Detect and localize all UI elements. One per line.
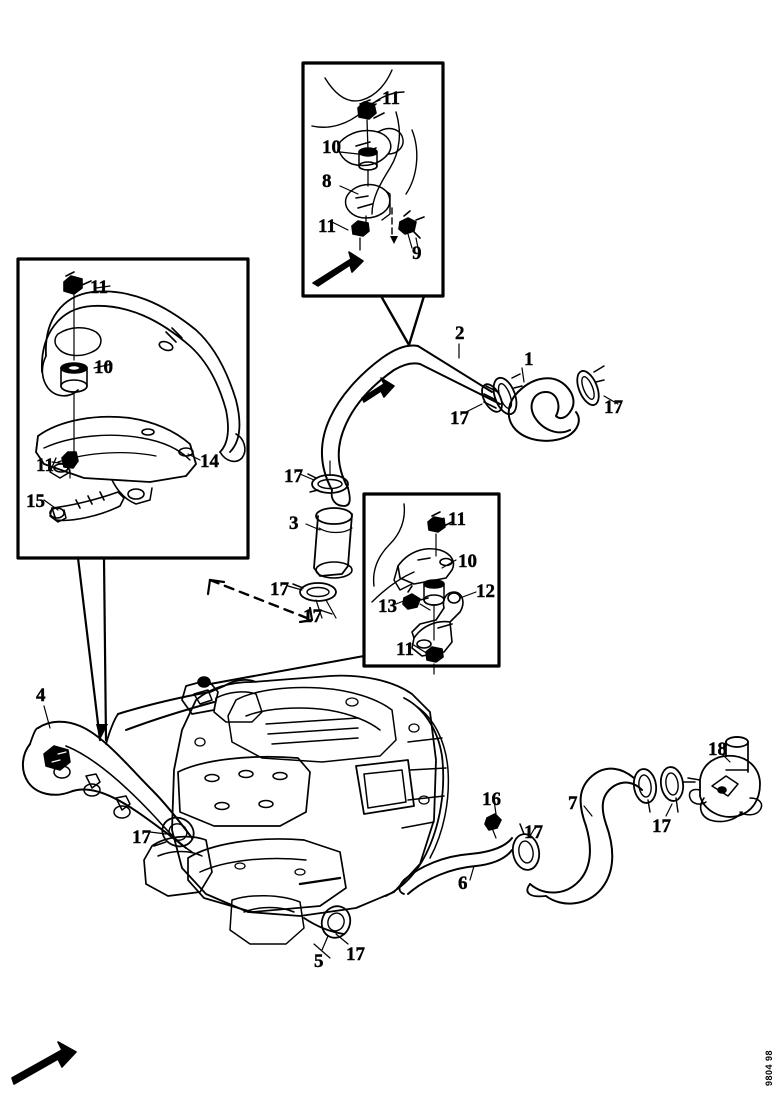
callout-3: 3 (289, 513, 299, 534)
callout-15: 15 (26, 491, 45, 512)
left-bolt-11-bottom (61, 451, 79, 479)
callout-17-a: 17 (604, 397, 623, 418)
callout-13: 13 (378, 596, 397, 617)
callout-11-top: 11 (382, 88, 400, 109)
fastener-9 (398, 210, 425, 249)
left-bolt-11-top (63, 271, 92, 295)
callout-10-box-right: 10 (458, 551, 477, 572)
right-bolt-11-bottom (425, 646, 444, 675)
callout-17-b: 17 (450, 408, 469, 429)
bolt-head-top (357, 99, 385, 151)
callout-16: 16 (482, 789, 501, 810)
dashed-leader (208, 578, 314, 622)
detail-box-left (16, 257, 250, 560)
fitting-16 (484, 813, 502, 839)
hose-6 (398, 837, 513, 895)
hose-4 (22, 685, 225, 853)
bolt-head-lower (351, 220, 370, 251)
callout-1: 1 (524, 349, 534, 370)
sheet-code: 9804 98 (764, 1049, 774, 1086)
callout-10-top: 10 (322, 137, 341, 158)
callout-11-box-left-lower: 11 (36, 455, 54, 476)
engine-block (143, 674, 450, 945)
thermostat-housing-18 (687, 736, 763, 823)
hose-2 (320, 344, 503, 507)
callout-14: 14 (200, 451, 219, 472)
bracket-14 (35, 415, 197, 505)
stud-13 (402, 585, 431, 611)
orientation-arrow-main (11, 1041, 77, 1085)
callout-17-i: 17 (652, 816, 671, 837)
clamp-17-c (307, 460, 349, 494)
callout-5: 5 (314, 951, 324, 972)
right-isolator-10 (423, 579, 445, 606)
callout-2: 2 (455, 323, 465, 344)
callout-6: 6 (458, 873, 468, 894)
detail-box-right (362, 492, 501, 675)
callout-17-d: 17 (270, 579, 289, 600)
callout-12: 12 (476, 581, 495, 602)
callout-4: 4 (36, 685, 46, 706)
callout-11-box-right-upper: 11 (448, 509, 466, 530)
clamp-17-h (659, 766, 696, 813)
callout-18: 18 (708, 739, 727, 760)
long-bolt-15 (49, 491, 125, 523)
hose-7 (526, 767, 643, 905)
clamp-17-a (576, 365, 605, 406)
clamp-17-b (492, 373, 523, 416)
hose-5 (303, 905, 352, 951)
orientation-arrow-box (312, 251, 364, 287)
callout-10-box-left: 10 (94, 357, 113, 378)
clamp-17-g (632, 768, 658, 813)
callout-7: 7 (568, 793, 578, 814)
detail-box-top (301, 61, 445, 298)
left-isolator-10 (60, 362, 88, 393)
callout-17-c: 17 (284, 466, 303, 487)
callout-17-f: 17 (132, 827, 151, 848)
callout-17-g: 17 (346, 944, 365, 965)
clamp-17-f (511, 823, 541, 871)
callout-17-h: 17 (524, 822, 543, 843)
callout-11-box-top-lower: 11 (318, 216, 336, 237)
hose-3 (313, 507, 353, 579)
isolator-10 (358, 147, 378, 187)
callout-11-box-left-upper: 11 (90, 277, 108, 298)
callout-8: 8 (322, 171, 332, 192)
callout-17-e: 17 (303, 606, 322, 627)
callout-9: 9 (412, 243, 422, 264)
callout-11-box-right-lower: 11 (396, 639, 414, 660)
hose-1 (507, 377, 580, 442)
